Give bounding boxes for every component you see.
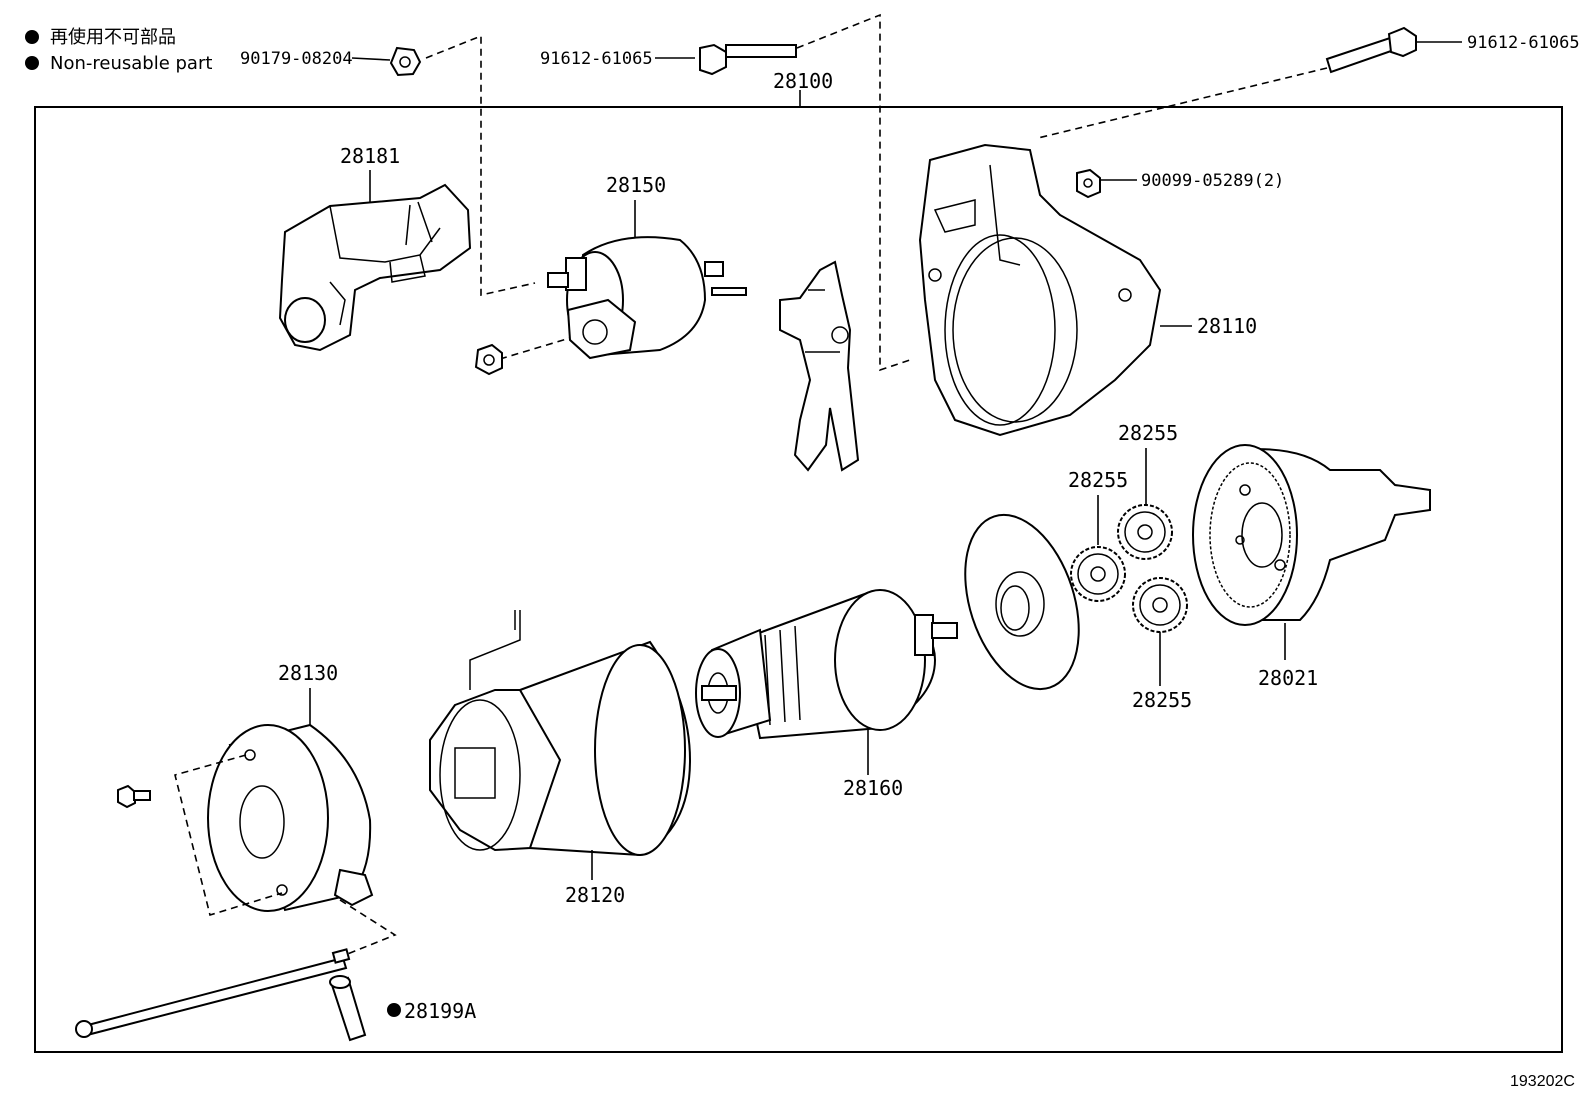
non-reusable-bullet-icon (387, 1003, 401, 1017)
bolt-top-right-label: 91612-61065 (1467, 33, 1580, 53)
armature-28160-label: 28160 (843, 776, 903, 800)
gear-lower-label: 28255 (1132, 688, 1192, 712)
end-frame-28130-part[interactable]: 28130 (207, 661, 374, 912)
end-frame-screw-part[interactable] (117, 784, 151, 809)
assembly-frame (34, 106, 1563, 1053)
cover-28181-part[interactable]: 28181 (278, 144, 472, 352)
housing-28110-label: 28110 (1197, 314, 1257, 338)
yoke-28120-label: 28120 (565, 883, 625, 907)
gear-upper-label: 28255 (1118, 421, 1178, 445)
housing-bolt-part[interactable]: 90099-05289(2) (1076, 168, 1284, 199)
legend: 再使用不可部品 Non-reusable part (25, 27, 212, 74)
gear-left-label: 28255 (1068, 468, 1128, 492)
gear-28255-left-part[interactable]: 28255 (1068, 468, 1128, 602)
end-frame-28130-label: 28130 (278, 661, 338, 685)
solenoid-28150-label: 28150 (606, 173, 666, 197)
bolt-top-right-part[interactable]: 91612-61065 (1325, 26, 1580, 74)
solenoid-28150-part[interactable]: 28150 (547, 173, 747, 360)
nut-part[interactable]: 90179-08204 (240, 46, 422, 77)
legend-english: Non-reusable part (50, 53, 212, 74)
plate-part[interactable] (945, 500, 1100, 703)
armature-28160-part[interactable]: 28160 (695, 589, 958, 800)
gear-28255-lower-part[interactable]: 28255 (1132, 577, 1192, 712)
grommet-28199a-label: 28199A (404, 999, 476, 1023)
housing-bolt-label: 90099-05289(2) (1141, 171, 1284, 191)
yoke-28120-part[interactable]: 28120 (429, 610, 692, 907)
non-reusable-bullet-icon (25, 30, 39, 44)
legend-japanese: 再使用不可部品 (50, 27, 176, 48)
clutch-28021-label: 28021 (1258, 666, 1318, 690)
clutch-28021-part[interactable]: 28021 (1192, 444, 1431, 690)
grommet-28199a-part[interactable]: 28199A (329, 975, 476, 1042)
diagram-code: 193202C (1510, 1073, 1575, 1090)
through-bolt-part[interactable] (75, 948, 351, 1038)
cover-28181-label: 28181 (340, 144, 400, 168)
shift-lever-part[interactable] (779, 260, 860, 472)
housing-28110-part[interactable]: 28110 (918, 143, 1257, 437)
gear-28255-upper-part[interactable]: 28255 (1117, 421, 1178, 560)
bolt-top-mid-label: 91612-61065 (540, 49, 653, 69)
nut-solenoid-part[interactable] (474, 343, 503, 376)
non-reusable-bullet-icon (25, 56, 39, 70)
nut-top-label: 90179-08204 (240, 49, 353, 69)
assembly-label: 28100 (773, 69, 833, 93)
bolt-top-mid-part[interactable]: 91612-61065 (540, 43, 797, 76)
